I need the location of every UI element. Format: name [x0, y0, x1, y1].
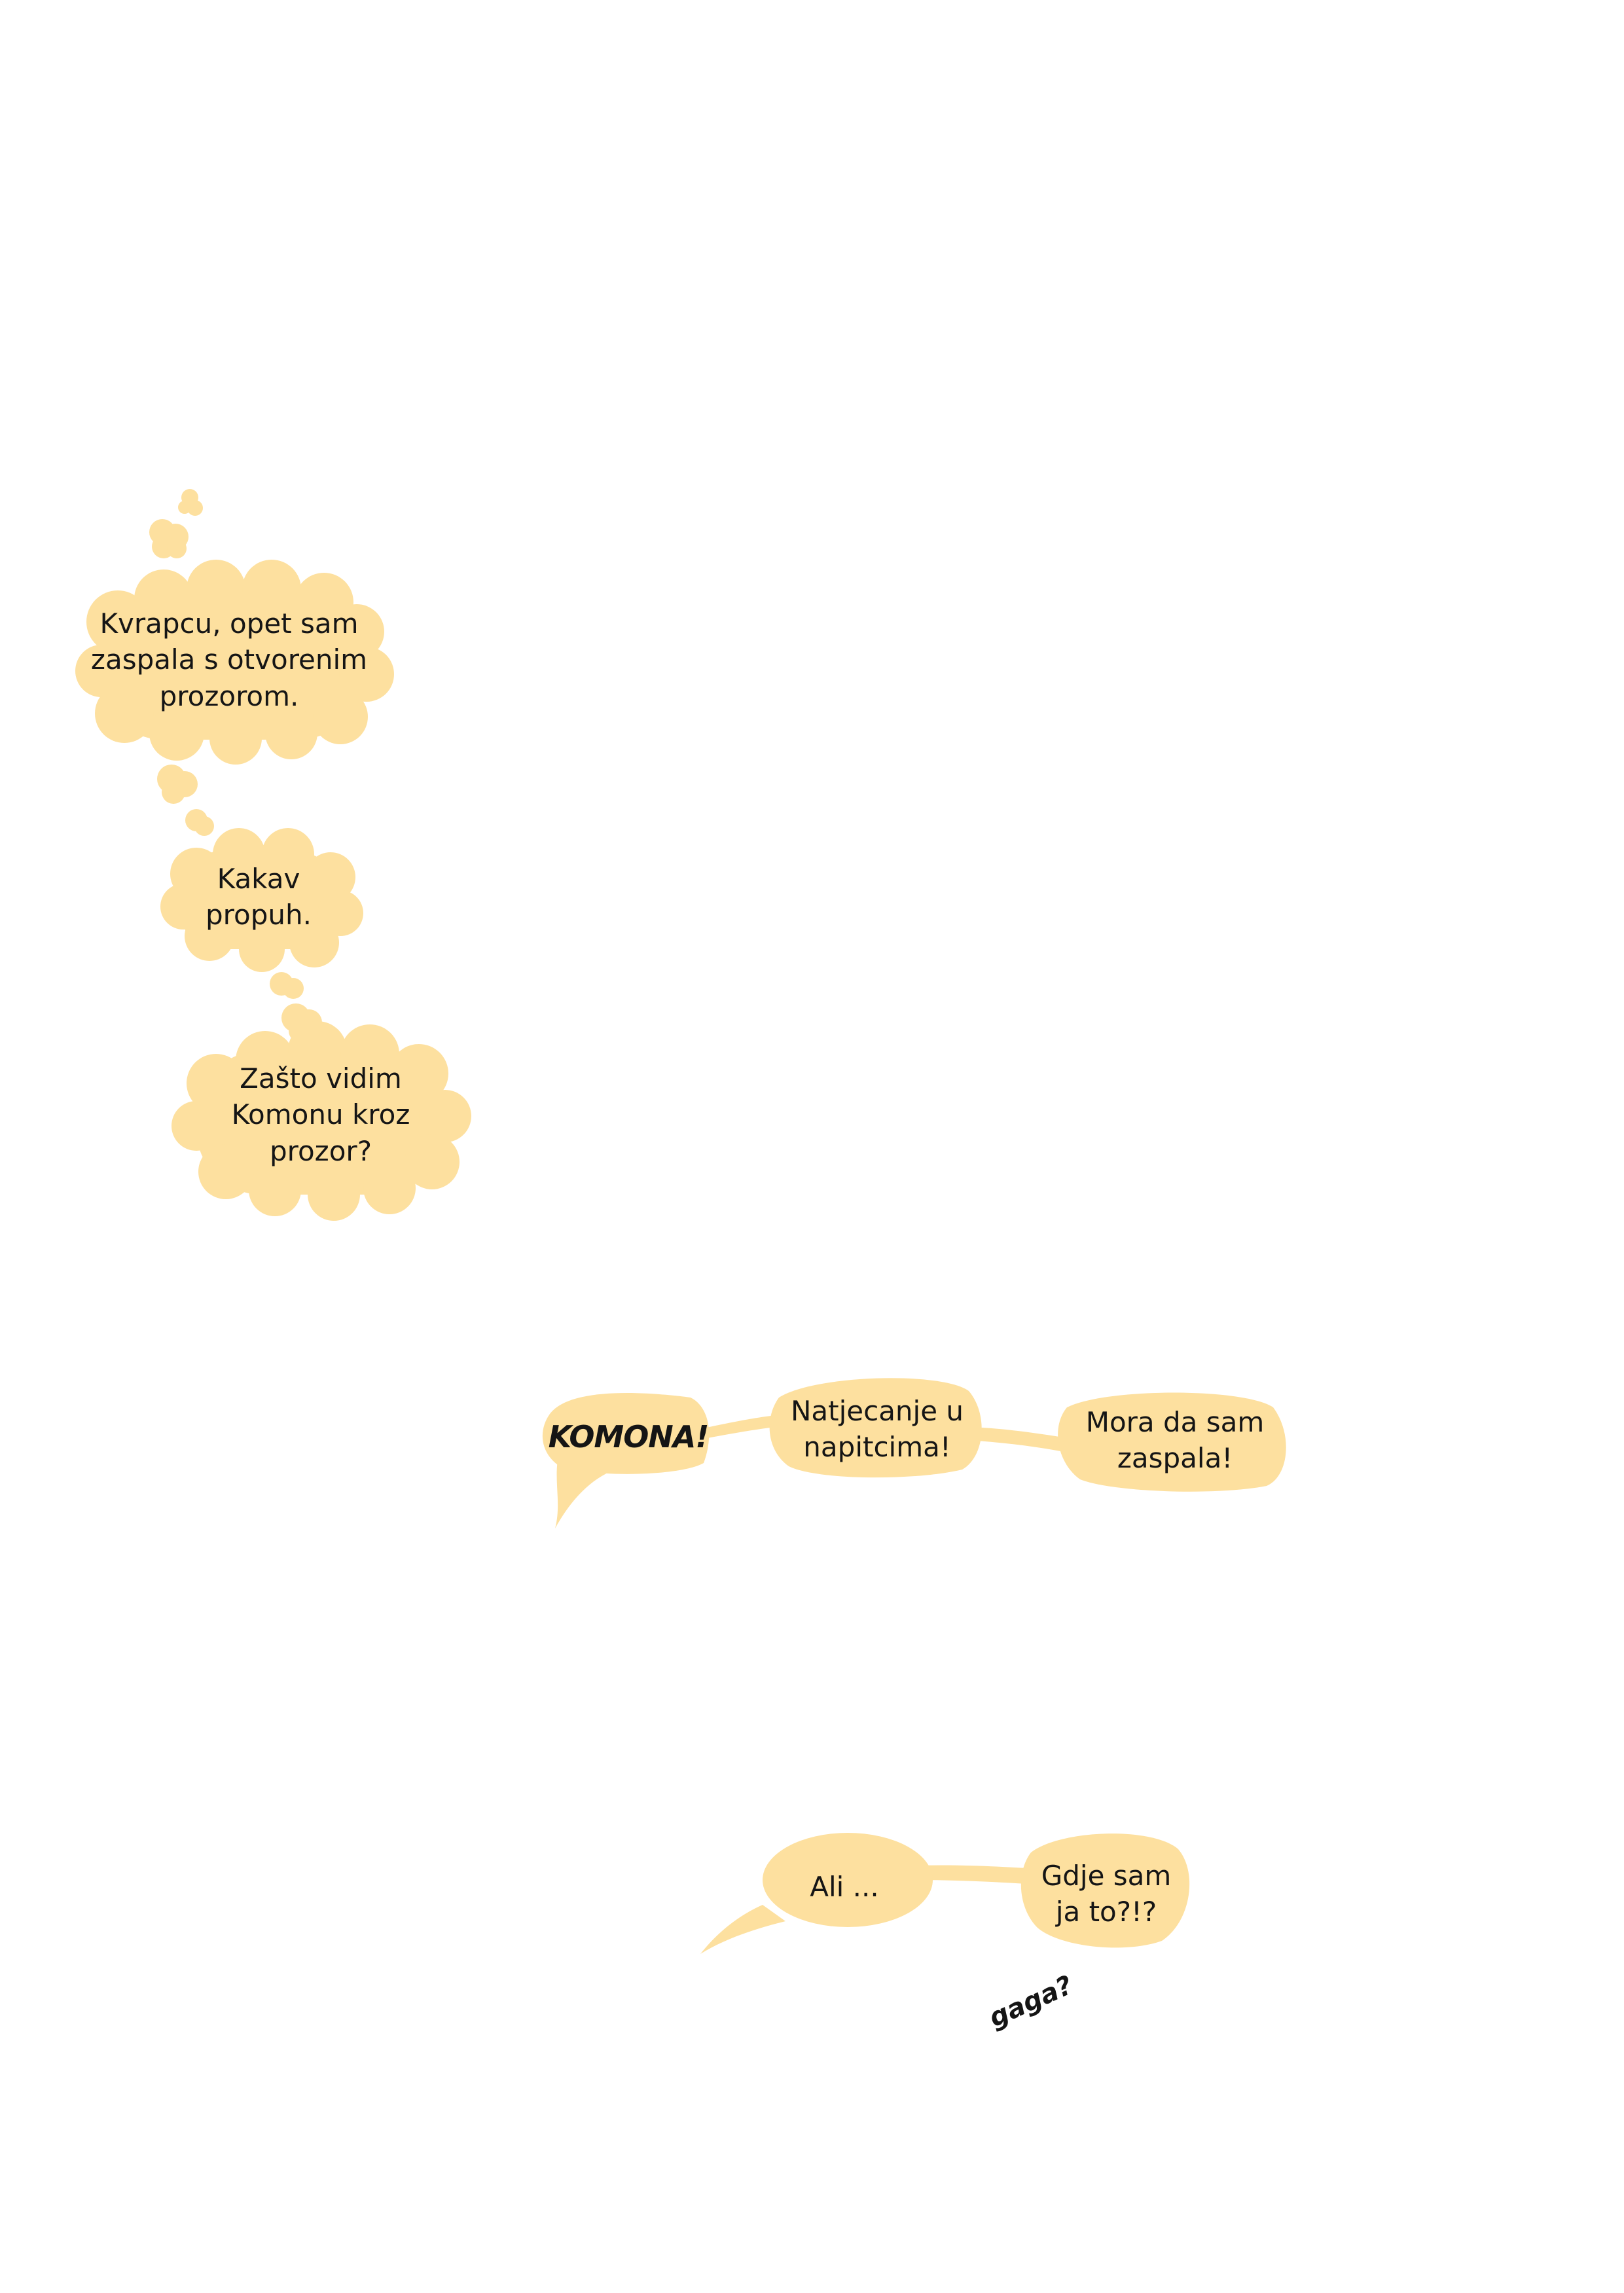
speech-balloon-natjecanje-shape	[769, 1378, 982, 1478]
speech-connector-2	[967, 1427, 1080, 1454]
speech-balloon-gdje-shape	[1020, 1833, 1190, 1948]
thought-cloud-1-text: Kvrapcu, opet sam zaspala s otvorenim pr…	[90, 607, 368, 712]
speech-balloon-mora-shape	[1058, 1392, 1286, 1492]
speech-balloon-ali-shape	[763, 1833, 933, 1927]
thought-cloud-2-shape	[160, 828, 363, 972]
thought-trail-middle	[157, 765, 214, 836]
speech-balloon-komona-shape	[542, 1392, 710, 1474]
thought-cloud-3-text: Zašto vidim Komonu kroz prozor?	[231, 1062, 410, 1167]
speech-balloon-komona-text: KOMONA!	[548, 1419, 710, 1454]
speech-connector-3	[916, 1865, 1047, 1885]
thought-cloud-3-shape	[171, 1021, 471, 1221]
speech-balloon-mora-text: Mora da sam zaspala!	[1085, 1406, 1265, 1475]
speech-balloon-gdje-text: Gdje sam ja to?!?	[1041, 1860, 1172, 1928]
thought-trail-top	[149, 489, 203, 558]
speech-balloon-ali-text: Ali ...	[810, 1871, 879, 1903]
thought-cloud-1-shape	[75, 560, 394, 765]
thought-cloud-2-text: Kakav propuh.	[206, 863, 312, 931]
ali-tail	[700, 1905, 785, 1954]
speech-balloon-natjecanje-text: Natjecanje u napitcima!	[790, 1395, 964, 1464]
